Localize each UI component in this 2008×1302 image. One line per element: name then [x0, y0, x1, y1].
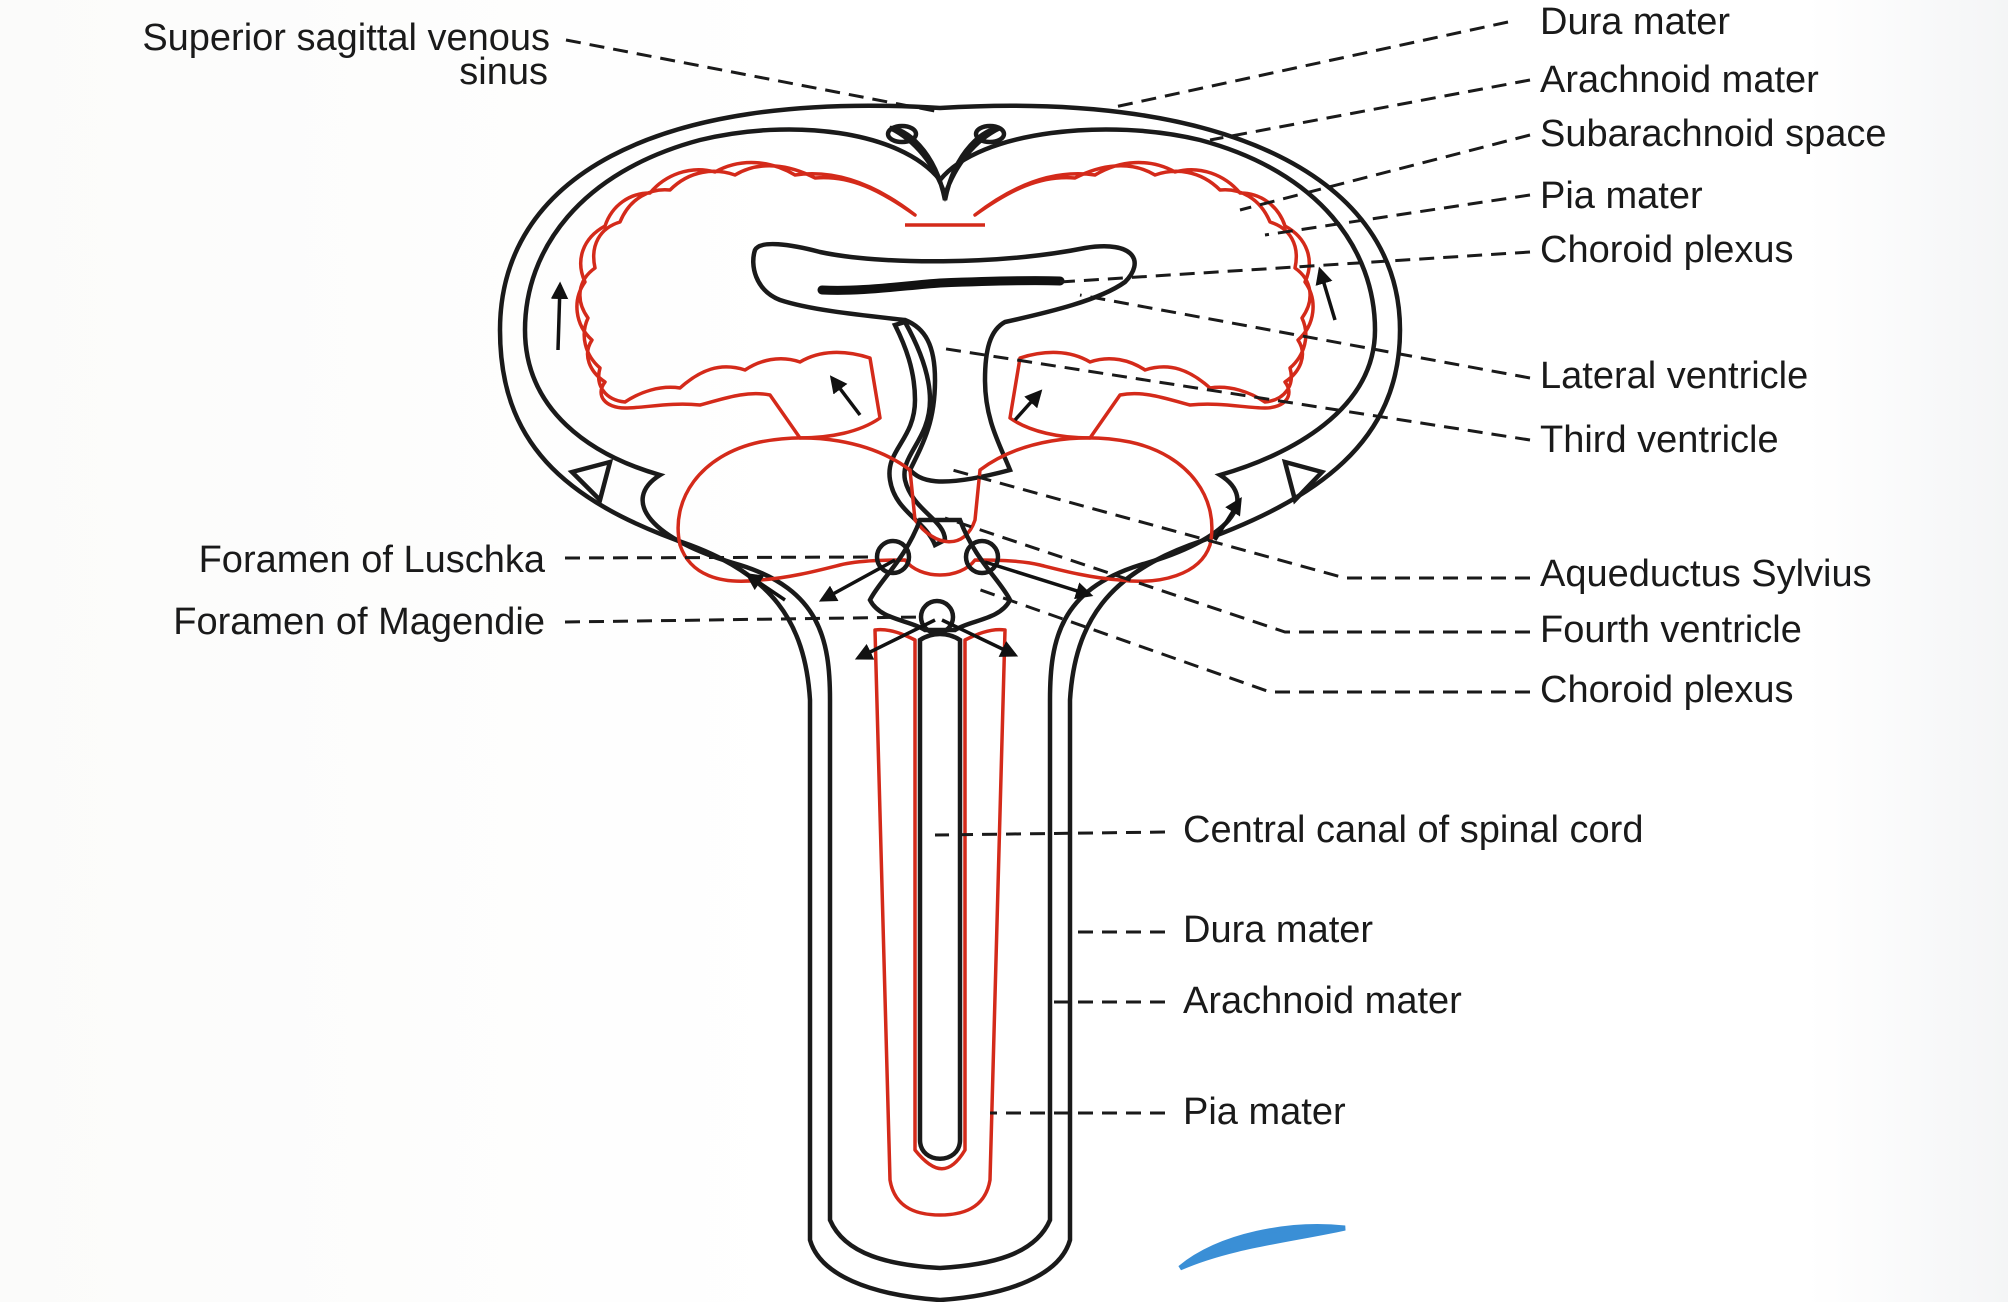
central-canal	[920, 634, 960, 1159]
flow-arrow-1	[558, 285, 560, 350]
flow-arrow-5	[1215, 500, 1240, 540]
label-magendie: Foramen of Magendie	[173, 601, 545, 643]
leader-arachnoid-top	[1210, 80, 1530, 140]
flow-arrow-7	[985, 562, 1090, 595]
dural-venous-right	[1285, 462, 1322, 500]
flow-arrow-4	[1015, 392, 1040, 420]
pen-mark	[1180, 1227, 1345, 1268]
label-fourth-ventricle: Fourth ventricle	[1540, 609, 1802, 651]
leader-pia-top	[1265, 195, 1530, 235]
leader-lateral-ventricle	[1080, 295, 1530, 378]
cerebrum-left	[577, 163, 915, 438]
leader-aqueductus	[945, 468, 1530, 578]
cerebellum	[678, 438, 1212, 581]
label-arachnoid-top: Arachnoid mater	[1540, 59, 1819, 101]
label-pia-bottom: Pia mater	[1183, 1091, 1346, 1133]
leader-luschka	[565, 557, 877, 558]
third-ventricle	[889, 322, 945, 545]
label-dura-top: Dura mater	[1540, 1, 1730, 43]
label-luschka: Foramen of Luschka	[199, 539, 546, 581]
label-pia-top: Pia mater	[1540, 175, 1703, 217]
label-third-ventricle: Third ventricle	[1540, 419, 1779, 461]
label-aqueductus: Aqueductus Sylvius	[1540, 553, 1872, 595]
flow-arrow-3	[832, 378, 860, 415]
label-arachnoid-bottom: Arachnoid mater	[1183, 980, 1462, 1022]
choroid-plexus-lateral	[822, 281, 1060, 291]
flow-arrow-2	[1320, 270, 1335, 320]
leader-fourth-ventricle	[945, 518, 1530, 632]
spinal-cord	[875, 630, 1005, 1215]
label-choroid-bottom: Choroid plexus	[1540, 669, 1793, 711]
dural-venous-left	[572, 462, 610, 500]
label-subarachnoid: Subarachnoid space	[1540, 113, 1886, 155]
label-choroid-top: Choroid plexus	[1540, 229, 1793, 271]
leader-superior-sagittal	[566, 40, 940, 112]
label-superior-sagittal-line2: sinus	[459, 51, 548, 93]
label-central-canal: Central canal of spinal cord	[1183, 809, 1643, 851]
label-lateral-ventricle: Lateral ventricle	[1540, 355, 1808, 397]
leader-magendie	[565, 617, 921, 622]
label-dura-bottom: Dura mater	[1183, 909, 1373, 951]
